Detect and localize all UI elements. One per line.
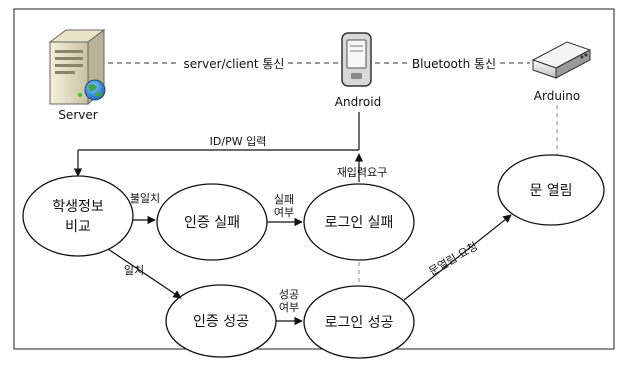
open-request-label: 문열림 요청 [427, 240, 480, 278]
match-label: 일치 [124, 263, 144, 277]
node-door-open-label: 문 열림 [529, 183, 572, 199]
node-login-fail: 로그인 실패 [303, 183, 415, 261]
android-label: Android [335, 95, 381, 109]
node-login-fail-label: 로그인 실패 [325, 215, 394, 231]
idpw-label: ID/PW 입력 [210, 135, 267, 148]
arduino-module-icon [531, 41, 592, 79]
node-auth-fail-label: 인증 실패 [184, 215, 240, 231]
success-question-line2: 여부 [279, 301, 299, 314]
node-auth-fail: 인증 실패 [156, 183, 268, 261]
node-compare-line1: 학생정보 [52, 199, 104, 215]
node-auth-success: 인증 성공 [165, 284, 277, 358]
fail-question-line1: 실패 [274, 193, 294, 206]
globe-icon [84, 79, 106, 101]
node-compare: 학생정보 비교 [22, 175, 134, 257]
mismatch-label: 불일치 [130, 191, 160, 205]
fail-question-line2: 여부 [274, 206, 294, 219]
server-android-link-label: server/client 통신 [184, 57, 285, 71]
success-question-line1: 성공 [279, 288, 299, 301]
open-request-arrow [403, 214, 512, 301]
smartphone-icon [341, 32, 372, 87]
node-login-success-label: 로그인 성공 [325, 315, 394, 331]
node-login-success: 로그인 성공 [303, 285, 415, 359]
node-auth-success-label: 인증 성공 [193, 314, 249, 330]
diagram-frame [13, 8, 615, 350]
server-label: Server [58, 108, 97, 122]
match-arrow [107, 248, 182, 299]
node-door-open: 문 열림 [497, 154, 605, 226]
node-compare-line2: 비교 [65, 219, 91, 235]
reenter-label: 재입력요구 [337, 166, 388, 179]
arduino-label: Arduino [534, 89, 580, 103]
android-arduino-link-label: Bluetooth 통신 [412, 57, 496, 71]
